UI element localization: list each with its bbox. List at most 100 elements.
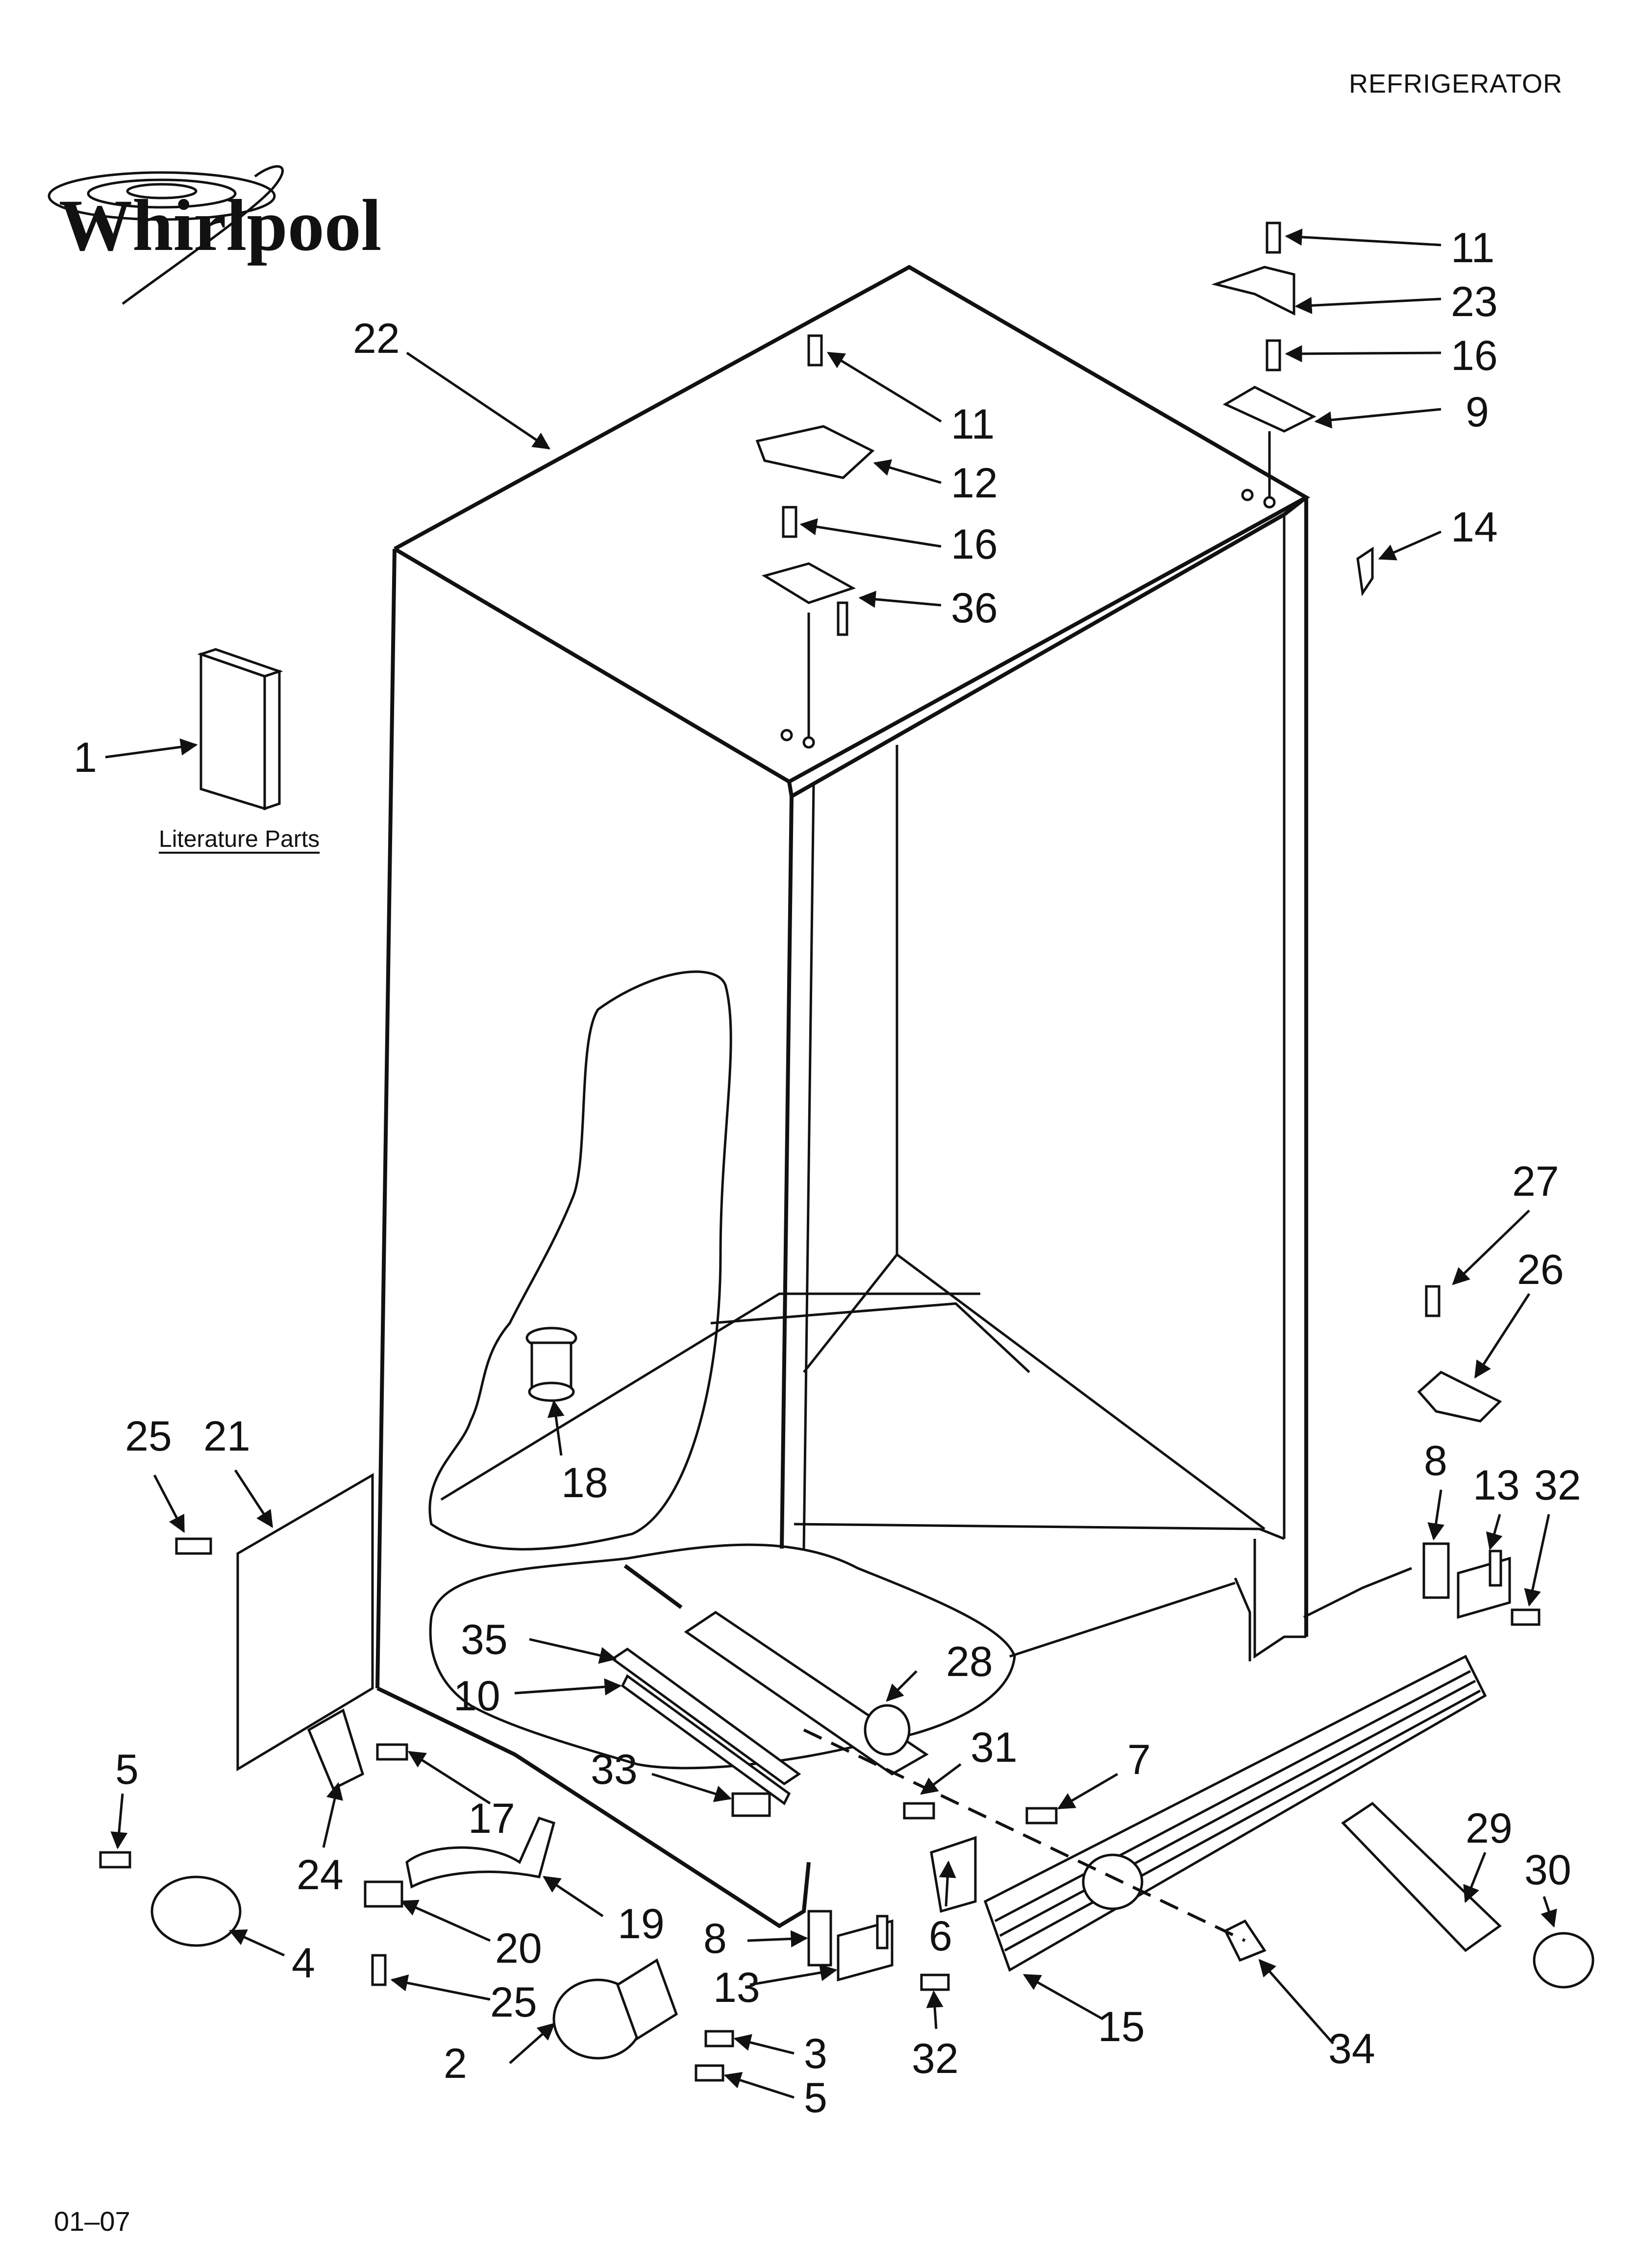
screw-7 [1025, 1807, 1058, 1824]
leader-2 [509, 2022, 555, 2064]
leader-12 [873, 459, 942, 484]
leader-20 [400, 1899, 491, 1942]
callout-23: 23 [1451, 278, 1498, 325]
callout-24: 24 [297, 1851, 344, 1898]
grille-rib-2 [999, 1679, 1476, 1937]
callout-22: 22 [353, 315, 400, 362]
leader-6 [939, 1860, 956, 1907]
tube-10 [621, 1674, 791, 1805]
leader-34 [1258, 1959, 1334, 2045]
leader-5-bottom [723, 2071, 795, 2099]
roller-bracket-2 [616, 1958, 678, 2041]
plug-14 [1356, 546, 1374, 596]
callout-7: 7 [1127, 1736, 1151, 1783]
leader-26 [1474, 1293, 1531, 1379]
callout-16-left: 16 [951, 521, 998, 568]
filter-cap-30 [1533, 1932, 1594, 1989]
callout-3: 3 [804, 2030, 827, 2077]
leader-10 [514, 1678, 622, 1696]
callout-28: 28 [946, 1638, 993, 1685]
callout-14: 14 [1451, 504, 1498, 551]
callout-34: 34 [1328, 2025, 1375, 2072]
callout-15: 15 [1098, 2003, 1145, 2050]
right-foot-inner [1234, 1578, 1251, 1661]
leader-4 [228, 1929, 285, 1957]
hinge-cover-12 [755, 425, 875, 479]
book-front [199, 652, 266, 811]
callout-18: 18 [561, 1459, 608, 1506]
inner-base-rim [794, 1523, 1285, 1540]
screw-16-left [782, 506, 797, 538]
leader-32-left [926, 1990, 944, 2029]
leader-24 [322, 1782, 343, 1848]
screw-11-right [1266, 222, 1281, 254]
right-foot [1253, 1539, 1306, 1659]
footer-code: 01–07 [54, 2206, 130, 2237]
logo-swirl-mid [87, 178, 237, 209]
base-back-line [1009, 1581, 1236, 1658]
base-grille-assembly [803, 1654, 1594, 1989]
leader-3 [733, 2034, 795, 2055]
inner-parts [525, 1327, 1058, 1991]
callout-27: 27 [1512, 1158, 1559, 1205]
callout-4: 4 [292, 1940, 315, 1987]
callout-30: 30 [1524, 1847, 1571, 1894]
cutaway-shelf-line [710, 1302, 1030, 1373]
refrigerator-cabinet [375, 265, 1412, 1928]
grille-rib-3 [1004, 1689, 1481, 1952]
leader-11-right [1285, 228, 1442, 247]
grille-rib-1 [994, 1670, 1471, 1923]
access-panel-21 [236, 1473, 374, 1772]
callout-5-bottom: 5 [804, 2074, 827, 2121]
logo-swoosh [122, 165, 284, 305]
callout-6: 6 [929, 1913, 952, 1960]
cabinet-left-edge [375, 548, 397, 1689]
screw-32-right [1511, 1608, 1541, 1626]
cabinet-top-rim [787, 495, 1308, 800]
callout-21: 21 [203, 1413, 250, 1460]
screw-31 [903, 1802, 935, 1820]
callout-33: 33 [591, 1746, 638, 1793]
front-left-post-inner [802, 784, 815, 1549]
literature-parts-label: Literature Parts [159, 826, 320, 852]
cabinet-top [393, 265, 1311, 784]
assembly-guide-line [803, 1728, 1246, 1942]
hinge-9 [1222, 386, 1317, 433]
leader-18 [547, 1400, 565, 1456]
leader-19 [543, 1875, 604, 1918]
callout-25-lower: 25 [490, 1979, 537, 2026]
leader-16-right [1285, 345, 1442, 363]
callout-17: 17 [468, 1795, 515, 1842]
leader-14 [1378, 530, 1442, 561]
screw-5-left [99, 1851, 131, 1869]
screw-16-right [1266, 339, 1281, 371]
hinge-pin-13-left [876, 1915, 889, 1949]
top-right-hinge-assembly [1211, 222, 1374, 596]
callout-leaders [105, 228, 1557, 2099]
leader-7 [1057, 1773, 1119, 1810]
leader-13-right [1486, 1514, 1503, 1551]
hinge-cover-23 [1211, 266, 1295, 316]
callout-2: 2 [444, 2040, 467, 2087]
callout-1: 1 [74, 734, 97, 781]
page-title: REFRIGERATOR [1348, 69, 1563, 99]
callout-35: 35 [461, 1616, 508, 1663]
left-side-parts [99, 1473, 734, 2082]
tube-35 [610, 1647, 801, 1786]
callout-11-right: 11 [1451, 224, 1494, 271]
roller-4 [150, 1875, 242, 1947]
leader-23 [1294, 296, 1442, 314]
callout-16-right: 16 [1451, 332, 1498, 379]
filter-port [1082, 1853, 1144, 1910]
literature-book [197, 648, 283, 811]
leader-11-left [827, 351, 942, 423]
callout-10: 10 [453, 1673, 500, 1720]
hinge-pin-36 [837, 601, 848, 636]
callout-12: 12 [951, 460, 998, 507]
bracket-26 [1417, 1371, 1502, 1423]
leader-30 [1541, 1896, 1557, 1928]
screw-27 [1425, 1285, 1441, 1317]
hole-right-a [1241, 489, 1254, 501]
